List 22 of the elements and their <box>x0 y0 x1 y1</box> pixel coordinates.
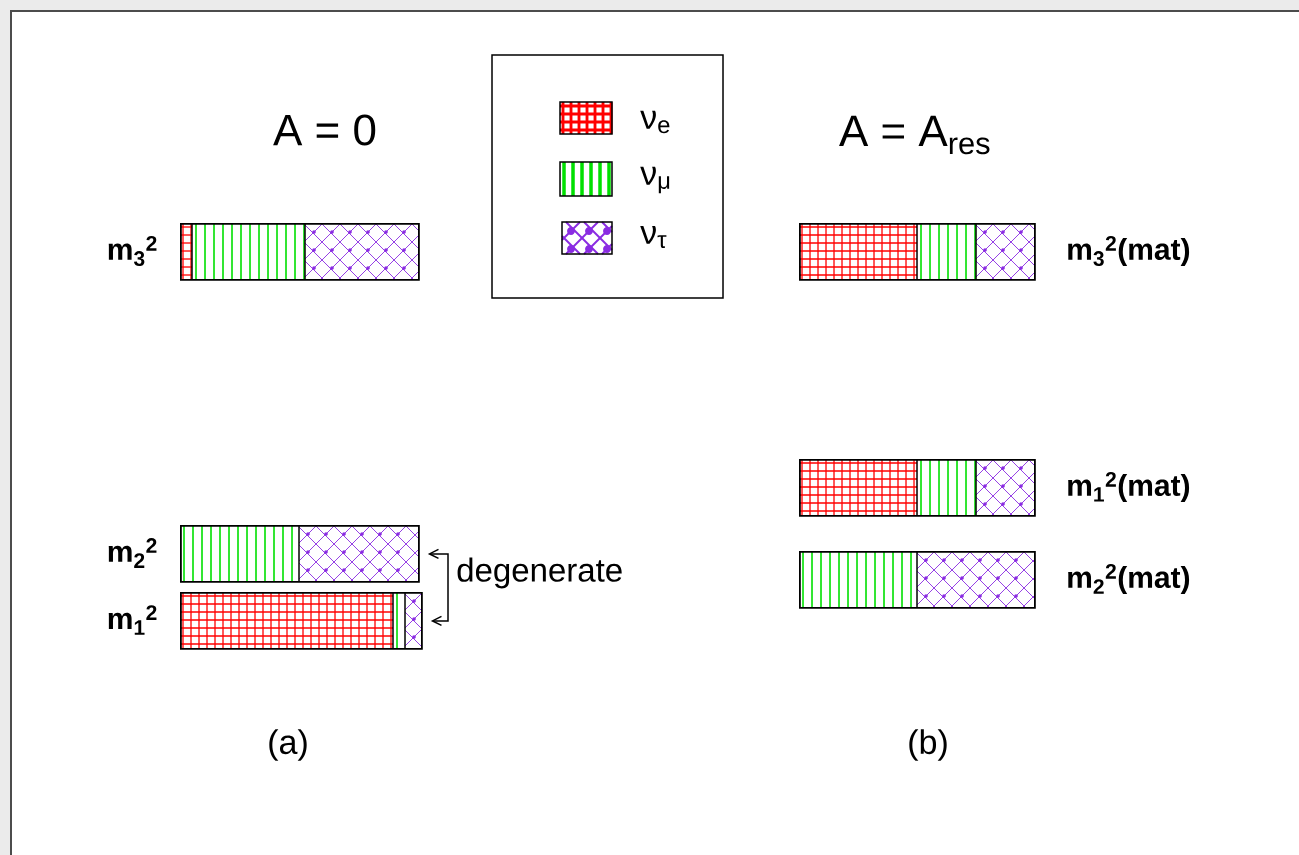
legend-label: ν$_{μ}$ <box>640 166 670 194</box>
panel-label: (b) <box>909 729 947 761</box>
mass-label: m$_{2}$$^{2}$(mat) <box>1068 564 1190 594</box>
panel-label: (a) <box>269 729 307 761</box>
mixing-bar <box>799 550 1036 609</box>
legend-label: ν$_{τ}$ <box>640 225 667 249</box>
legend-label: ν$_{e}$ <box>640 110 670 134</box>
annotation-text: degenerate <box>457 557 622 589</box>
panel-heading: A = 0 <box>273 114 376 146</box>
mixing-bar <box>798 458 1036 517</box>
bracket-arrow <box>430 572 449 627</box>
mixing-bar <box>179 222 420 281</box>
mass-label: m$_{3}$2 <box>108 236 157 266</box>
panel-heading: A = A$_{res}$ <box>839 115 990 155</box>
mixing-bar <box>798 222 1036 281</box>
mass-label: m$_{3}$$^{2}$(mat) <box>1068 236 1190 266</box>
mass-label: m$_{1}$2 <box>108 605 157 635</box>
mixing-bar <box>180 524 420 583</box>
mixing-bar <box>179 591 423 650</box>
mass-label: m$_{1}$$^{2}$(mat) <box>1068 472 1190 502</box>
bracket-arrow <box>427 548 449 574</box>
mass-label: m$_{2}$2 <box>108 538 157 568</box>
